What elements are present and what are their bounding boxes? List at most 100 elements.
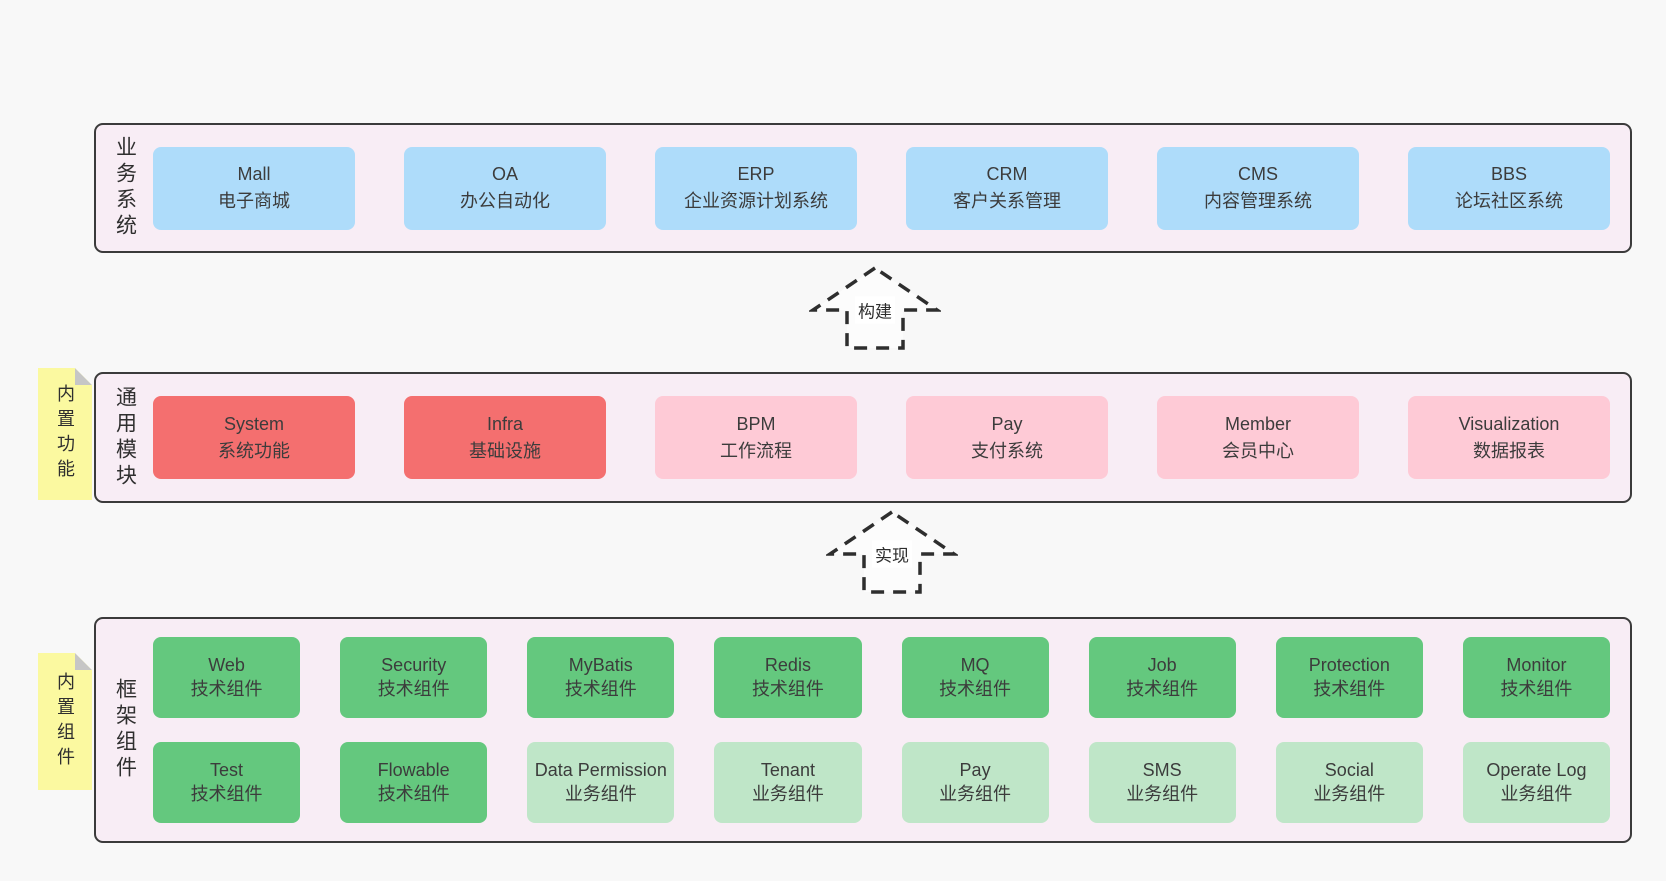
box-visualization: Visualization 数据报表 [1408, 396, 1610, 479]
box-title: Pay [991, 413, 1023, 434]
component-boxes: Web 技术组件 Security 技术组件 MyBatis 技术组件 Redi… [153, 619, 1630, 841]
box-subtitle: 技术组件 [377, 783, 450, 804]
box-title: Redis [764, 654, 811, 675]
section-label-wrap: 框架组件 [96, 619, 153, 841]
box-subtitle: 数据报表 [1473, 440, 1545, 461]
box-tenant: Tenant 业务组件 [714, 742, 862, 823]
box-operate-log: Operate Log 业务组件 [1462, 742, 1610, 823]
box-title: System [223, 413, 284, 434]
section-business-systems: 业务系统 Mall 电子商城 OA 办公自动化 ERP 企业资源计划系统 CRM… [94, 123, 1632, 253]
box-subtitle: 业务组件 [1500, 783, 1573, 804]
box-title: Monitor [1506, 654, 1567, 675]
box-infra: Infra 基础设施 [404, 396, 606, 479]
box-cms: CMS 内容管理系统 [1157, 146, 1359, 230]
box-title: Visualization [1458, 413, 1560, 434]
box-title: SMS [1142, 759, 1182, 780]
sticky-note-label: 内置组件 [55, 671, 75, 772]
box-subtitle: 基础设施 [469, 440, 541, 461]
section-framework-components: 框架组件 Web 技术组件 Security 技术组件 MyBatis 技术组件… [94, 617, 1632, 843]
arrow-implement-label: 实现 [872, 540, 912, 568]
box-title: Operate Log [1486, 759, 1587, 780]
box-title: Job [1147, 654, 1177, 675]
box-flowable: Flowable 技术组件 [340, 742, 488, 823]
box-subtitle: 办公自动化 [460, 191, 550, 211]
box-title: Tenant [760, 759, 815, 780]
box-mq: MQ 技术组件 [901, 637, 1049, 718]
box-title: Test [210, 759, 244, 780]
box-title: MyBatis [568, 654, 633, 675]
box-subtitle: 业务组件 [1313, 783, 1386, 804]
box-pay-component: Pay 业务组件 [901, 742, 1049, 823]
box-subtitle: 企业资源计划系统 [684, 191, 828, 211]
box-protection: Protection 技术组件 [1275, 637, 1423, 718]
box-title: MQ [960, 654, 990, 675]
box-title: CMS [1238, 164, 1278, 184]
folded-corner-icon [75, 653, 92, 670]
box-pay: Pay 支付系统 [906, 396, 1108, 479]
section-modules-label: 通用模块 [113, 385, 137, 490]
box-system: System 系统功能 [153, 396, 355, 479]
box-subtitle: 业务组件 [564, 783, 637, 804]
box-member: Member 会员中心 [1157, 396, 1359, 479]
box-subtitle: 技术组件 [1313, 678, 1386, 699]
box-title: Security [381, 654, 447, 675]
box-erp: ERP 企业资源计划系统 [655, 146, 857, 230]
box-subtitle: 论坛社区系统 [1455, 191, 1563, 211]
box-title: Infra [486, 413, 524, 434]
section-label-wrap: 通用模块 [96, 374, 153, 501]
box-subtitle: 客户关系管理 [953, 191, 1061, 211]
sticky-note-builtin-components: 内置组件 [38, 653, 92, 790]
box-redis: Redis 技术组件 [714, 637, 862, 718]
folded-corner-icon [75, 368, 92, 385]
box-mall: Mall 电子商城 [153, 146, 355, 230]
business-boxes: Mall 电子商城 OA 办公自动化 ERP 企业资源计划系统 CRM 客户关系… [153, 125, 1630, 251]
box-subtitle: 技术组件 [939, 678, 1012, 699]
section-business-label: 业务系统 [113, 136, 137, 240]
box-title: BBS [1490, 164, 1528, 184]
box-title: Mall [237, 164, 271, 184]
arrow-build-label: 构建 [855, 296, 895, 324]
box-crm: CRM 客户关系管理 [906, 146, 1108, 230]
box-title: Member [1224, 413, 1291, 434]
box-title: ERP [737, 164, 775, 184]
section-label-wrap: 业务系统 [96, 125, 153, 251]
box-subtitle: 支付系统 [971, 440, 1043, 461]
box-subtitle: 技术组件 [1126, 678, 1199, 699]
sticky-note-label: 内置功能 [55, 384, 75, 484]
box-bbs: BBS 论坛社区系统 [1408, 146, 1610, 230]
sticky-note-builtin-features: 内置功能 [38, 368, 92, 500]
box-title: OA [491, 164, 518, 184]
box-subtitle: 业务组件 [939, 783, 1012, 804]
box-job: Job 技术组件 [1088, 637, 1236, 718]
box-subtitle: 技术组件 [751, 678, 824, 699]
box-subtitle: 技术组件 [190, 678, 263, 699]
box-title: Flowable [377, 759, 450, 780]
box-bpm: BPM 工作流程 [655, 396, 857, 479]
box-web: Web 技术组件 [153, 637, 301, 718]
box-subtitle: 业务组件 [751, 783, 824, 804]
section-common-modules: 通用模块 System 系统功能 Infra 基础设施 BPM 工作流程 Pay… [94, 372, 1632, 503]
box-monitor: Monitor 技术组件 [1462, 637, 1610, 718]
box-subtitle: 业务组件 [1126, 783, 1199, 804]
box-subtitle: 技术组件 [190, 783, 263, 804]
arrow-implement: 实现 [826, 508, 958, 594]
box-title: BPM [736, 413, 776, 434]
box-social: Social 业务组件 [1275, 742, 1423, 823]
box-subtitle: 工作流程 [720, 440, 792, 461]
box-subtitle: 技术组件 [377, 678, 450, 699]
box-security: Security 技术组件 [340, 637, 488, 718]
box-subtitle: 内容管理系统 [1204, 191, 1312, 211]
box-mybatis: MyBatis 技术组件 [527, 637, 675, 718]
box-title: Protection [1308, 654, 1390, 675]
box-data-permission: Data Permission 业务组件 [527, 742, 675, 823]
box-subtitle: 技术组件 [1500, 678, 1573, 699]
section-framework-label: 框架组件 [113, 678, 137, 782]
module-boxes: System 系统功能 Infra 基础设施 BPM 工作流程 Pay 支付系统… [153, 374, 1630, 501]
box-title: Pay [959, 759, 991, 780]
box-title: CRM [986, 164, 1028, 184]
box-subtitle: 会员中心 [1222, 440, 1294, 461]
box-title: Web [208, 654, 245, 675]
box-title: Data Permission [534, 759, 667, 780]
box-oa: OA 办公自动化 [404, 146, 606, 230]
